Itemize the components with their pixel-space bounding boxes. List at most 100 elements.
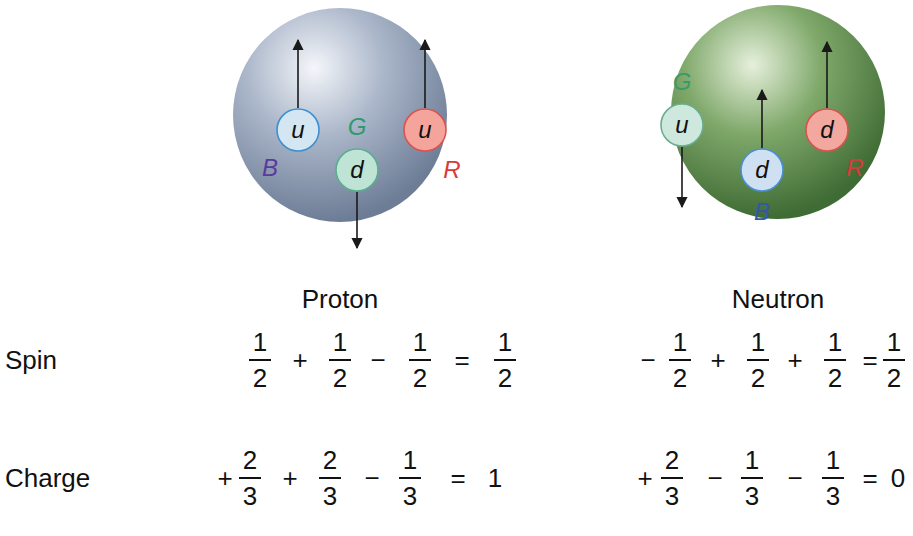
fraction-bar [319,477,341,479]
quark-flavor: u [675,111,688,139]
equation-symbol: = [454,346,469,374]
nucleon-sphere: NeutronGudBdR [670,4,886,220]
row-label: Charge [5,464,90,492]
equation-symbol: = [862,464,877,492]
numerator: 2 [323,446,337,474]
denominator: 3 [826,482,840,510]
denominator: 2 [413,364,427,392]
fraction: 12 [820,328,850,392]
fraction-bar [883,359,905,361]
numerator: 1 [333,328,347,356]
spin-up-arrow [424,40,426,108]
denominator: 3 [243,482,257,510]
fraction-bar [661,477,683,479]
quark-flavor: u [291,116,304,144]
numerator: 1 [751,328,765,356]
fraction-bar [741,477,763,479]
quark-circle: Gu [660,103,704,147]
numerator: 1 [673,328,687,356]
equation-symbol: + [282,464,297,492]
denominator: 2 [498,364,512,392]
numerator: 1 [826,446,840,474]
fraction: 23 [235,446,265,510]
fraction-bar [239,477,261,479]
equation-symbol: − [640,346,655,374]
numerator: 2 [665,446,679,474]
fraction-bar [669,359,691,361]
denominator: 2 [253,364,267,392]
fraction-bar [409,359,431,361]
spin-up-arrow [761,90,763,148]
equation-symbol: − [707,464,722,492]
fraction: 12 [325,328,355,392]
equation-symbol: + [710,346,725,374]
denominator: 3 [745,482,759,510]
quark-circle: Gd [335,148,379,192]
fraction: 12 [490,328,520,392]
spin-up-arrow [826,42,828,108]
quark-flavor: d [755,156,768,184]
fraction: 12 [743,328,773,392]
equation-symbol: = [862,346,877,374]
equation-symbol: − [370,346,385,374]
quark-circle: uB [276,108,320,152]
fraction-bar [822,477,844,479]
denominator: 2 [828,364,842,392]
numerator: 2 [243,446,257,474]
fraction: 12 [405,328,435,392]
fraction: 13 [737,446,767,510]
fraction: 23 [657,446,687,510]
denominator: 3 [403,482,417,510]
fraction-bar [399,477,421,479]
row-label: Spin [5,346,57,374]
sphere-shape [670,4,886,220]
fraction: 13 [818,446,848,510]
numerator: 1 [498,328,512,356]
color-charge: B [262,154,278,182]
spin-up-arrow [297,40,299,108]
equation-symbol: − [364,464,379,492]
numerator: 1 [413,328,427,356]
denominator: 2 [673,364,687,392]
color-charge: G [673,68,692,96]
spin-down-arrow [681,147,683,207]
quark-circle: dR [805,108,849,152]
quark-circle: uR [403,108,447,152]
quark-flavor: d [820,116,833,144]
equation-symbol: 1 [488,464,502,492]
particle-name: Proton [302,285,379,315]
fraction: 12 [879,328,909,392]
color-charge: R [443,156,460,184]
color-charge: R [846,154,863,182]
denominator: 3 [665,482,679,510]
quark-flavor: d [350,156,363,184]
numerator: 1 [828,328,842,356]
quark-flavor: u [418,116,431,144]
fraction-bar [494,359,516,361]
equation-symbol: + [787,346,802,374]
numerator: 1 [887,328,901,356]
fraction-bar [747,359,769,361]
denominator: 2 [887,364,901,392]
equation-symbol: + [637,464,652,492]
denominator: 2 [333,364,347,392]
color-charge: G [348,113,367,141]
fraction-bar [824,359,846,361]
denominator: 3 [323,482,337,510]
numerator: 1 [745,446,759,474]
fraction-bar [329,359,351,361]
nucleon-sphere: ProtonuBGduR [232,7,448,223]
equation-symbol: + [217,464,232,492]
equation-symbol: = [450,464,465,492]
color-charge: B [754,198,770,226]
fraction: 23 [315,446,345,510]
fraction: 13 [395,446,425,510]
equation-symbol: 0 [891,464,905,492]
numerator: 1 [403,446,417,474]
particle-name: Neutron [732,285,825,315]
fraction: 12 [665,328,695,392]
quark-circle: dB [740,148,784,192]
equation-symbol: + [292,346,307,374]
